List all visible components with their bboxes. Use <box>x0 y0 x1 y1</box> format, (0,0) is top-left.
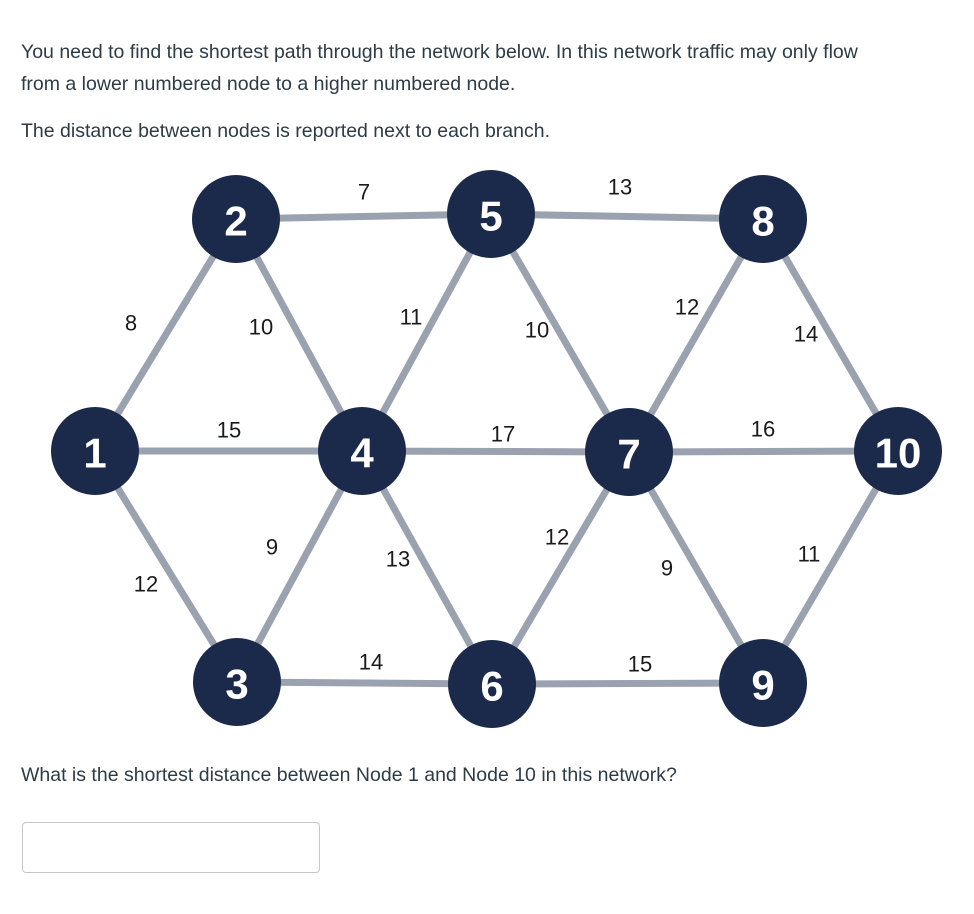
edge-weight-5-7: 10 <box>525 318 549 343</box>
edge-weight-1-3: 12 <box>134 572 158 597</box>
edge-6-7 <box>488 450 633 686</box>
edge-weight-2-4: 10 <box>249 315 273 340</box>
edge-weight-3-6: 14 <box>359 650 383 675</box>
node-7: 7 <box>585 408 673 496</box>
edge-weight-8-10: 14 <box>794 322 818 347</box>
edge-6-9 <box>491 679 764 688</box>
edge-weight-7-8: 12 <box>675 295 699 320</box>
edge-7-9 <box>625 450 767 685</box>
node-number-2: 2 <box>224 198 247 245</box>
node-8: 8 <box>719 175 807 263</box>
edge-weight-5-8: 13 <box>608 175 632 200</box>
edge-weight-7-9: 9 <box>661 556 673 581</box>
edge-1-3 <box>92 449 240 684</box>
node-number-8: 8 <box>751 198 774 245</box>
edge-7-10 <box>628 447 899 456</box>
edge-7-8 <box>625 217 767 454</box>
node-circle-9 <box>719 639 807 727</box>
intro-text-line-1: You need to find the shortest path throu… <box>21 41 858 63</box>
node-9: 9 <box>719 639 807 727</box>
node-number-3: 3 <box>225 661 248 708</box>
node-number-7: 7 <box>617 431 640 478</box>
node-number-4: 4 <box>350 430 374 477</box>
node-circle-2 <box>192 175 280 263</box>
distance-note-text: The distance between nodes is reported n… <box>21 120 551 142</box>
node-circle-1 <box>51 407 139 495</box>
node-number-5: 5 <box>479 193 502 240</box>
node-3: 3 <box>193 638 281 726</box>
node-circle-7 <box>585 408 673 496</box>
edge-5-8 <box>490 210 764 223</box>
node-1: 1 <box>51 407 139 495</box>
answer-input[interactable] <box>22 822 320 873</box>
edge-9-10 <box>759 449 902 685</box>
intro-text-line-2: from a lower numbered node to a higher n… <box>21 73 516 95</box>
edge-4-6 <box>358 449 496 686</box>
edge-2-4 <box>232 217 366 453</box>
edge-weight-7-10: 16 <box>751 417 775 442</box>
edge-weight-1-2: 8 <box>125 311 137 336</box>
edge-1-2 <box>92 217 239 453</box>
node-5: 5 <box>447 170 535 258</box>
question-text: What is the shortest distance between No… <box>21 764 677 786</box>
edge-weight-4-6: 13 <box>386 547 410 572</box>
node-10: 10 <box>854 407 942 495</box>
node-circle-6 <box>448 640 536 728</box>
edge-weight-9-10: 11 <box>798 542 821 567</box>
edge-weight-3-4: 9 <box>266 535 278 560</box>
edge-weight-1-4: 15 <box>217 418 241 443</box>
edge-5-7 <box>487 212 633 454</box>
edge-weight-6-9: 15 <box>628 652 652 677</box>
edge-4-5 <box>358 212 495 453</box>
node-circle-4 <box>318 407 406 495</box>
edge-8-10 <box>759 217 902 453</box>
node-6: 6 <box>448 640 536 728</box>
node-4: 4 <box>318 407 406 495</box>
node-circle-5 <box>447 170 535 258</box>
edge-weight-2-5: 7 <box>358 180 370 205</box>
node-circle-8 <box>719 175 807 263</box>
edge-weight-4-5: 11 <box>400 305 423 330</box>
edge-4-7 <box>361 447 630 456</box>
node-circle-3 <box>193 638 281 726</box>
node-number-10: 10 <box>875 430 922 477</box>
node-number-6: 6 <box>480 663 503 710</box>
node-number-1: 1 <box>83 430 106 477</box>
edge-weight-6-7: 12 <box>545 525 569 550</box>
node-number-9: 9 <box>751 662 774 709</box>
node-2: 2 <box>192 175 280 263</box>
edge-weight-4-7: 17 <box>491 422 515 447</box>
node-circle-10 <box>854 407 942 495</box>
